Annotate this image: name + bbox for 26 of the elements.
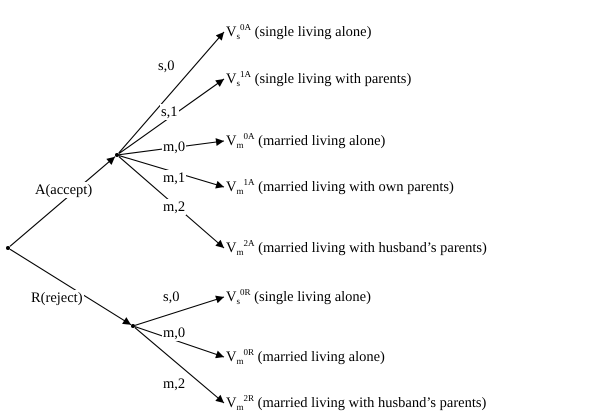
outcome-label: V$_{m}$$^{2R}$ (married living with husband’s parents) (226, 393, 486, 413)
arrow (118, 78, 224, 154)
edge-label: s,1 (160, 104, 179, 120)
branch-point (131, 324, 135, 328)
outcome-label: V$_{s}$$^{1A}$ (single living with parents) (226, 69, 412, 89)
arrow (134, 296, 224, 326)
outcome-label: V$_{m}$$^{2A}$ (married living with husband’s parents) (226, 238, 487, 258)
edge-label: s,0 (157, 58, 176, 74)
outcome-label: V$_{s}$$^{0A}$ (single living alone) (226, 22, 372, 42)
arrow (10, 248, 132, 326)
edge-label: m,0 (162, 325, 186, 341)
branch-point (115, 153, 119, 157)
edge-label: m,2 (162, 376, 186, 392)
edge-label: m,2 (162, 199, 186, 215)
branch-point (6, 246, 10, 250)
outcome-label: V$_{s}$$^{0R}$ (single living alone) (226, 287, 371, 307)
outcome-label: V$_{m}$$^{1A}$ (married living with own parents) (226, 177, 454, 197)
edge-label: s,0 (162, 289, 181, 305)
outcome-label: V$_{m}$$^{0A}$ (married living alone) (226, 131, 386, 151)
arrow (134, 327, 224, 404)
arrow (118, 32, 224, 154)
edge-label: m,0 (162, 139, 186, 155)
edge-label: A(accept) (34, 182, 94, 198)
outcome-label: V$_{m}$$^{0R}$ (married living alone) (226, 347, 385, 367)
edge-label: R(reject) (30, 290, 84, 306)
edge-label: m,1 (162, 170, 186, 186)
